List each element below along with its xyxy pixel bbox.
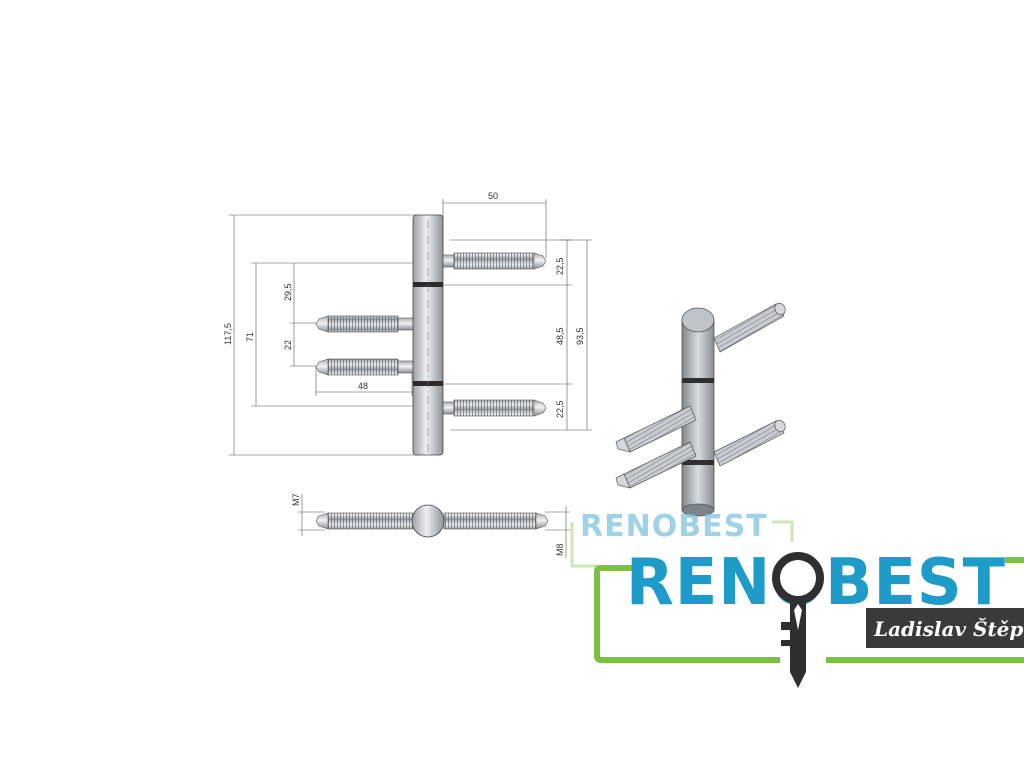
- dim-total-right-height: 93,5: [575, 327, 585, 345]
- dim-left-pin-length: 48: [358, 381, 368, 391]
- owner-name: Ladislav Štěpán: [873, 616, 1024, 641]
- owner-name-plate: Ladislav Štěpán: [866, 608, 1024, 648]
- dim-upper-right-height: 22,5: [555, 257, 565, 275]
- top-view-left-pin: [315, 512, 414, 530]
- top-view-right-pin: [443, 512, 549, 530]
- dim-left-upper-pin-offset: 29,5: [283, 283, 293, 301]
- renobest-logo: RENOBEST RENOBEST Ladislav Štěpán: [570, 509, 1024, 688]
- 3d-lower-right-pin: [713, 419, 786, 467]
- dimension-lines: [229, 199, 592, 558]
- dim-lower-right-height: 22,5: [555, 400, 565, 418]
- dim-thread-right: M8: [555, 543, 565, 556]
- upper-right-threaded-pin: [439, 252, 547, 270]
- dim-left-pin-spacing: 22: [283, 340, 293, 350]
- hinge-barrel: [412, 214, 444, 456]
- lower-left-threaded-pin: [315, 358, 415, 376]
- upper-left-threaded-pin: [315, 315, 415, 333]
- key-icon: [772, 552, 824, 688]
- 3d-front-upper-left-pin: [615, 405, 697, 453]
- 3d-upper-pin: [713, 302, 786, 353]
- front-view: 50 22,5 48,5 93,5 22,5 117,5 71 29,5 22 …: [223, 191, 592, 558]
- small-faded-logo: RENOBEST: [570, 509, 794, 568]
- dim-thread-left: M7: [291, 493, 301, 506]
- top-view-barrel: [411, 504, 445, 538]
- small-logo-text: RENOBEST: [580, 509, 768, 544]
- dim-left-inner-height: 71: [245, 332, 255, 342]
- dim-middle-right-height: 48,5: [555, 327, 565, 345]
- dim-left-outer-height: 117,5: [223, 323, 233, 345]
- logo-green-frame: [594, 565, 780, 663]
- 3d-front-lower-left-pin: [615, 441, 697, 489]
- lower-right-threaded-pin: [439, 399, 547, 417]
- top-view: M7 M8: [291, 493, 565, 556]
- hinge-3d-view: [615, 302, 786, 517]
- dim-top-width: 50: [488, 191, 498, 201]
